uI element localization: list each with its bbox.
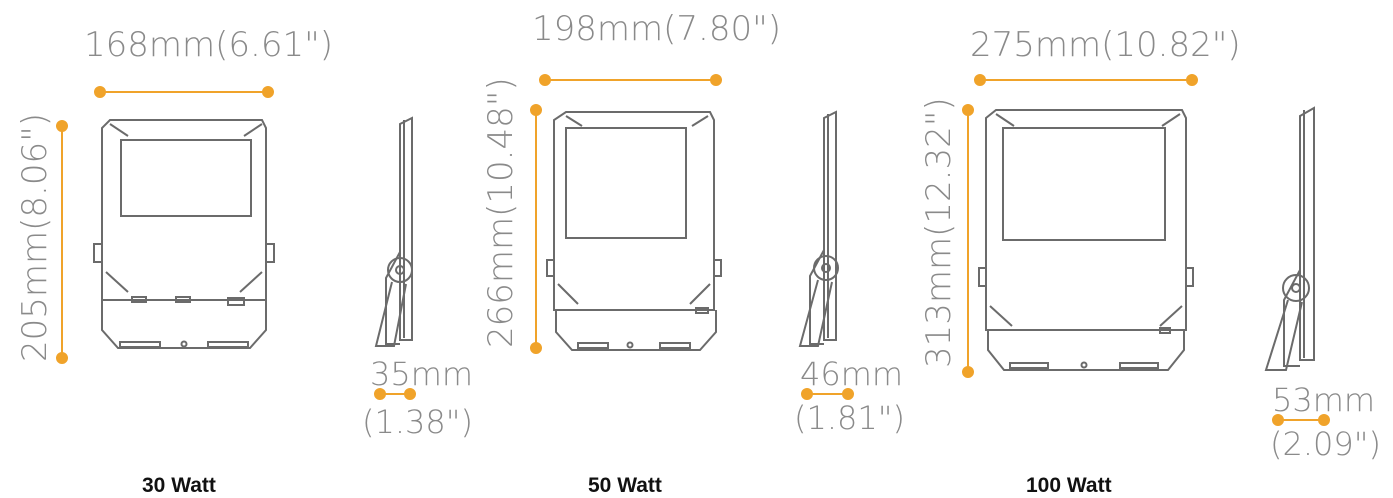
fixture-side-100w bbox=[1264, 106, 1315, 371]
height-label-100w: 313mm(12.32") bbox=[919, 97, 959, 368]
fixture-side-30w bbox=[374, 116, 413, 347]
model-label-50w: 50 Watt bbox=[588, 474, 662, 497]
depth-mm-label-50w: 46mm bbox=[800, 355, 904, 393]
dim-lines-50w bbox=[530, 74, 854, 400]
depth-mm-label-100w: 53mm bbox=[1272, 381, 1376, 419]
depth-in-label-100w: (2.09") bbox=[1270, 425, 1381, 463]
fixture-side-50w bbox=[798, 110, 839, 347]
model-label-30w: 30 Watt bbox=[142, 474, 216, 497]
depth-in-label-30w: (1.38") bbox=[362, 403, 473, 441]
dim-lines-100w bbox=[962, 74, 1330, 426]
depth-mm-label-30w: 35mm bbox=[370, 355, 474, 393]
width-label-50w: 198mm(7.80") bbox=[532, 9, 782, 49]
depth-in-label-50w: (1.81") bbox=[794, 399, 905, 437]
width-label-100w: 275mm(10.82") bbox=[970, 25, 1241, 65]
fixture-front-50w bbox=[546, 111, 722, 351]
height-label-30w: 205mm(8.06") bbox=[15, 112, 55, 362]
model-label-100w: 100 Watt bbox=[1026, 474, 1112, 497]
width-label-30w: 168mm(6.61") bbox=[84, 25, 334, 65]
height-label-50w: 266mm(10.48") bbox=[481, 77, 521, 348]
fixture-front-30w bbox=[93, 119, 275, 349]
dim-lines-30w bbox=[56, 86, 416, 400]
fixture-front-100w bbox=[978, 109, 1194, 371]
